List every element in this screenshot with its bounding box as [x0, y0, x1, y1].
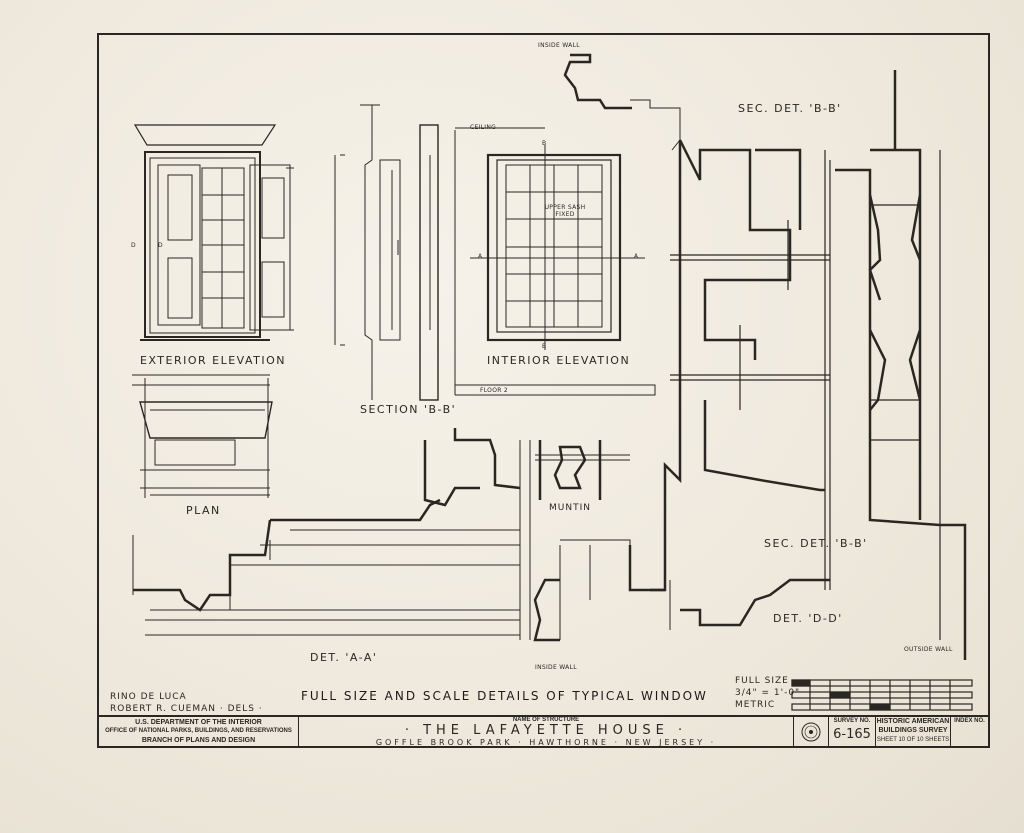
habs-line1: HISTORIC AMERICAN [876, 718, 950, 725]
department-seal-icon [801, 722, 821, 742]
scale-full-size: FULL SIZE [735, 676, 789, 686]
agency-line1: U.S. DEPARTMENT OF THE INTERIOR [135, 719, 262, 726]
outside-wall-label: OUTSIDE WALL [904, 646, 953, 653]
det-aa-label: DET. 'A-A' [310, 651, 378, 664]
agency-line3: BRANCH OF PLANS AND DESIGN [141, 737, 256, 744]
survey-no-label: SURVEY NO. [833, 718, 871, 724]
structure-name: · THE LAFAYETTE HOUSE · [404, 723, 688, 738]
delineator-line2: ROBERT R. CUEMAN · DELS · [110, 704, 263, 714]
marker-d-right: D [158, 242, 163, 249]
sec-det-bb-top-label: SEC. DET. 'B-B' [738, 102, 842, 115]
marker-a-right: A [634, 253, 639, 260]
inside-wall-bottom-label: INSIDE WALL [535, 664, 577, 671]
muntin-label: MUNTIN [549, 503, 591, 513]
marker-a-left: A [478, 253, 483, 260]
det-aa-drawing [133, 428, 602, 612]
survey-number: 6-165 [833, 727, 871, 742]
structure-cell: NAME OF STRUCTURE · THE LAFAYETTE HOUSE … [299, 717, 794, 748]
scale-bar [791, 679, 973, 711]
ceiling-label: CEILING [470, 124, 497, 131]
exterior-elevation-drawing [133, 124, 294, 341]
marker-d-left: D [131, 242, 136, 249]
section-bb-label: SECTION 'B-B' [360, 403, 457, 416]
section-bb-drawing [334, 104, 439, 401]
det-dd-drawing [533, 545, 830, 642]
upper-sash-fixed-label: UPPER SASH FIXED [544, 204, 586, 218]
floor-label: FLOOR 2 [480, 387, 509, 394]
seal-cell [794, 717, 829, 748]
agency-line2: OFFICE OF NATIONAL PARKS, BUILDINGS, AND… [105, 728, 292, 734]
marker-b-bottom: B [542, 343, 547, 350]
structure-location: GOFFLE BROOK PARK · HAWTHORNE · NEW JERS… [375, 738, 717, 747]
delineator-line1: RINO DE LUCA [110, 692, 187, 702]
name-of-structure-label: NAME OF STRUCTURE [512, 717, 580, 723]
interior-elevation-drawing [454, 127, 656, 396]
interior-elevation-label: INTERIOR ELEVATION [487, 354, 631, 367]
survey-number-cell: SURVEY NO. 6-165 [829, 717, 876, 748]
drawing-title: FULL SIZE AND SCALE DETAILS OF TYPICAL W… [301, 689, 708, 703]
plan-drawing [132, 374, 273, 498]
scale-ratio: 3/4" = 1'-0" [735, 688, 801, 698]
plan-label: PLAN [186, 504, 221, 517]
sheet-border [97, 33, 990, 748]
det-dd-label: DET. 'D-D' [773, 612, 843, 625]
agency-cell: U.S. DEPARTMENT OF THE INTERIOR OFFICE O… [99, 717, 299, 748]
exterior-elevation-label: EXTERIOR ELEVATION [140, 354, 287, 367]
sec-det-bb-drawing [650, 70, 967, 660]
scale-metric: METRIC [735, 700, 776, 710]
habs-line2: BUILDINGS SURVEY [878, 727, 948, 734]
habs-cell: HISTORIC AMERICAN BUILDINGS SURVEY SHEET… [876, 717, 951, 748]
title-block: U.S. DEPARTMENT OF THE INTERIOR OFFICE O… [99, 715, 988, 748]
inside-wall-top-label: INSIDE WALL [538, 42, 580, 49]
index-no-label: INDEX NO. [954, 718, 985, 724]
sheet-info: SHEET 10 OF 10 SHEETS [876, 737, 950, 743]
index-number-cell: INDEX NO. [951, 717, 988, 748]
marker-b-top: B [542, 140, 547, 147]
sec-det-bb-mid-label: SEC. DET. 'B-B' [764, 537, 868, 550]
